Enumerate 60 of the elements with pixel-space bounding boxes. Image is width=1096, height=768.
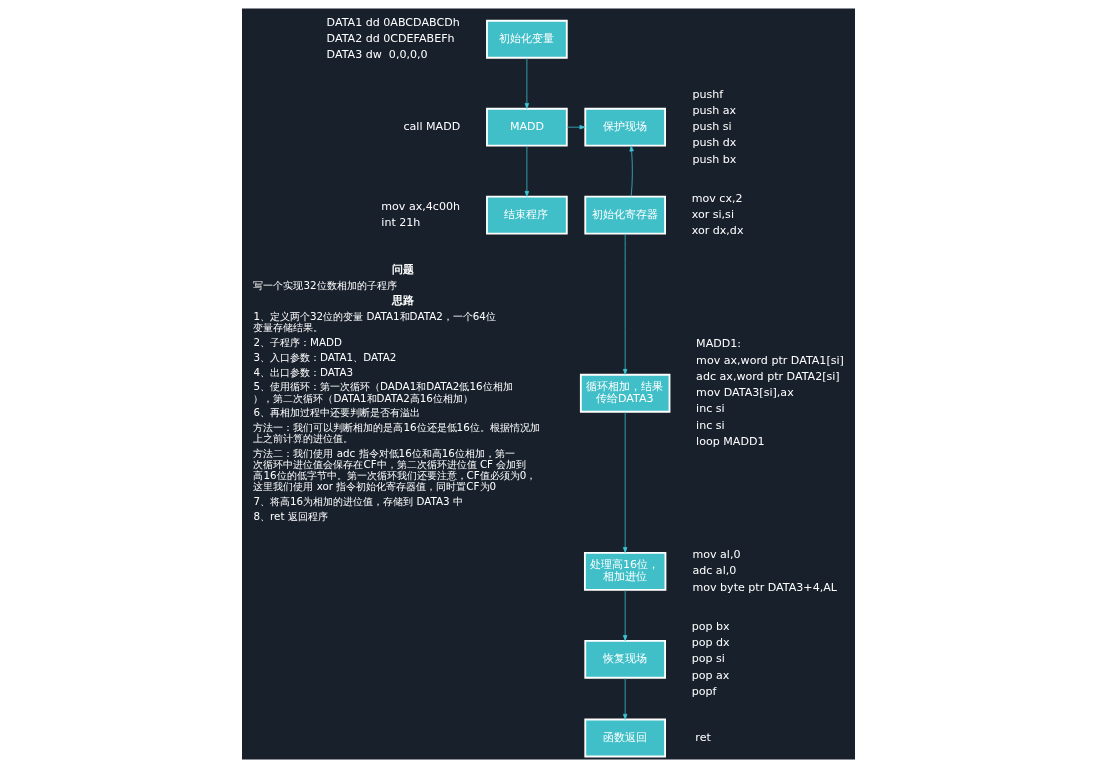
node-label: DATA1 dd 0ABCDABCDh xyxy=(326,15,460,29)
node-label: pushf xyxy=(691,87,723,101)
node-label: push si xyxy=(691,120,732,134)
label: 7、将高16为相加的进位值，存储到 DATA3 中 xyxy=(252,494,463,507)
node-label: DATA3 dw 0,0,0,0 xyxy=(326,48,428,62)
label: 写一个实现32位数相加的子程序 xyxy=(252,279,397,292)
label: 5、使用循环：第一次循环（DADA1和DATA2低16位相加），第二次循环（DATA1和DATA2高16位相加） xyxy=(252,380,513,404)
node-label: mov ax,word ptr DATA1[si] xyxy=(695,353,844,367)
label: 方法二：我们使用 adc 指令对低16位和高16位相加，第一次循环中进位值会保存在CF中，第二次循环进位值 CF 会加到高16位的低字节中。第一次循环我们还要注意，CF值必须为0，这里我们使用 xor 指令初始化寄存器值，同时置CF为0 xyxy=(252,446,536,493)
label: 问题 xyxy=(391,262,414,276)
node-label: push ax xyxy=(691,103,736,117)
node-box: 处理高16位，相加进位 xyxy=(583,551,666,591)
node-label: mov DATA3[si],ax xyxy=(695,386,794,400)
node-label: xor si,si xyxy=(691,208,734,222)
label: 8、ret 返回程序 xyxy=(252,509,328,522)
node-label: push bx xyxy=(691,152,736,166)
arrow xyxy=(622,233,627,375)
node-label: DATA2 dd 0CDEFABEFh xyxy=(326,32,455,46)
arrow xyxy=(622,589,627,641)
node-label: pop dx xyxy=(691,635,730,649)
arrow xyxy=(622,411,627,553)
node-box: 结束程序 xyxy=(485,195,568,235)
arrow xyxy=(524,57,529,109)
node-label: int 21h xyxy=(380,216,420,230)
label: 1、定义两个32位的变量 DATA1和DATA2，一个64位变量存储结果。 xyxy=(252,310,496,334)
node-box: 初始化寄存器 xyxy=(583,195,666,235)
node-label: xor dx,dx xyxy=(691,224,743,238)
arrow xyxy=(628,145,634,197)
label: 思路 xyxy=(391,293,414,307)
node-label: inc si xyxy=(695,402,725,416)
node-box: MADD xyxy=(485,107,568,147)
node-label: ret xyxy=(694,730,711,744)
node-box: 循环相加，结果传给DATA3 xyxy=(579,373,670,413)
node-box: 保护现场 xyxy=(583,107,666,147)
node-label: pop ax xyxy=(691,668,729,682)
node-box: 函数返回 xyxy=(583,718,666,758)
node-label: mov cx,2 xyxy=(691,191,743,205)
node-label: inc si xyxy=(695,418,725,432)
node-label: MADD1: xyxy=(695,337,741,351)
label: 3、入口参数：DATA1、DATA2 xyxy=(252,350,396,363)
arrow xyxy=(622,677,627,720)
node-label: pop si xyxy=(691,652,725,666)
node-label: mov byte ptr DATA3+4,AL xyxy=(691,580,837,594)
arrow xyxy=(524,145,529,197)
node-label: adc al,0 xyxy=(691,564,736,578)
arrow xyxy=(565,125,585,130)
node-label: loop MADD1 xyxy=(695,434,765,448)
label: 6、再相加过程中还要判断是否有溢出 xyxy=(252,406,420,419)
node-box: 恢复现场 xyxy=(583,639,666,679)
node-label: call MADD xyxy=(402,120,460,134)
node-label: push dx xyxy=(691,136,736,150)
node-label: mov al,0 xyxy=(691,548,741,562)
node-label: adc ax,word ptr DATA2[si] xyxy=(695,369,840,383)
node-label: mov ax,4c00h xyxy=(380,199,460,213)
label: 4、出口参数：DATA3 xyxy=(252,365,353,378)
node-label: pop bx xyxy=(691,619,730,633)
node-label: popf xyxy=(691,684,716,698)
label: 2、子程序：MADD xyxy=(252,336,342,349)
label: 方法一：我们可以判断相加的是高16位还是低16位。根据情况加上之前计算的进位值。 xyxy=(252,421,540,445)
node-box: 初始化变量 xyxy=(485,19,568,59)
